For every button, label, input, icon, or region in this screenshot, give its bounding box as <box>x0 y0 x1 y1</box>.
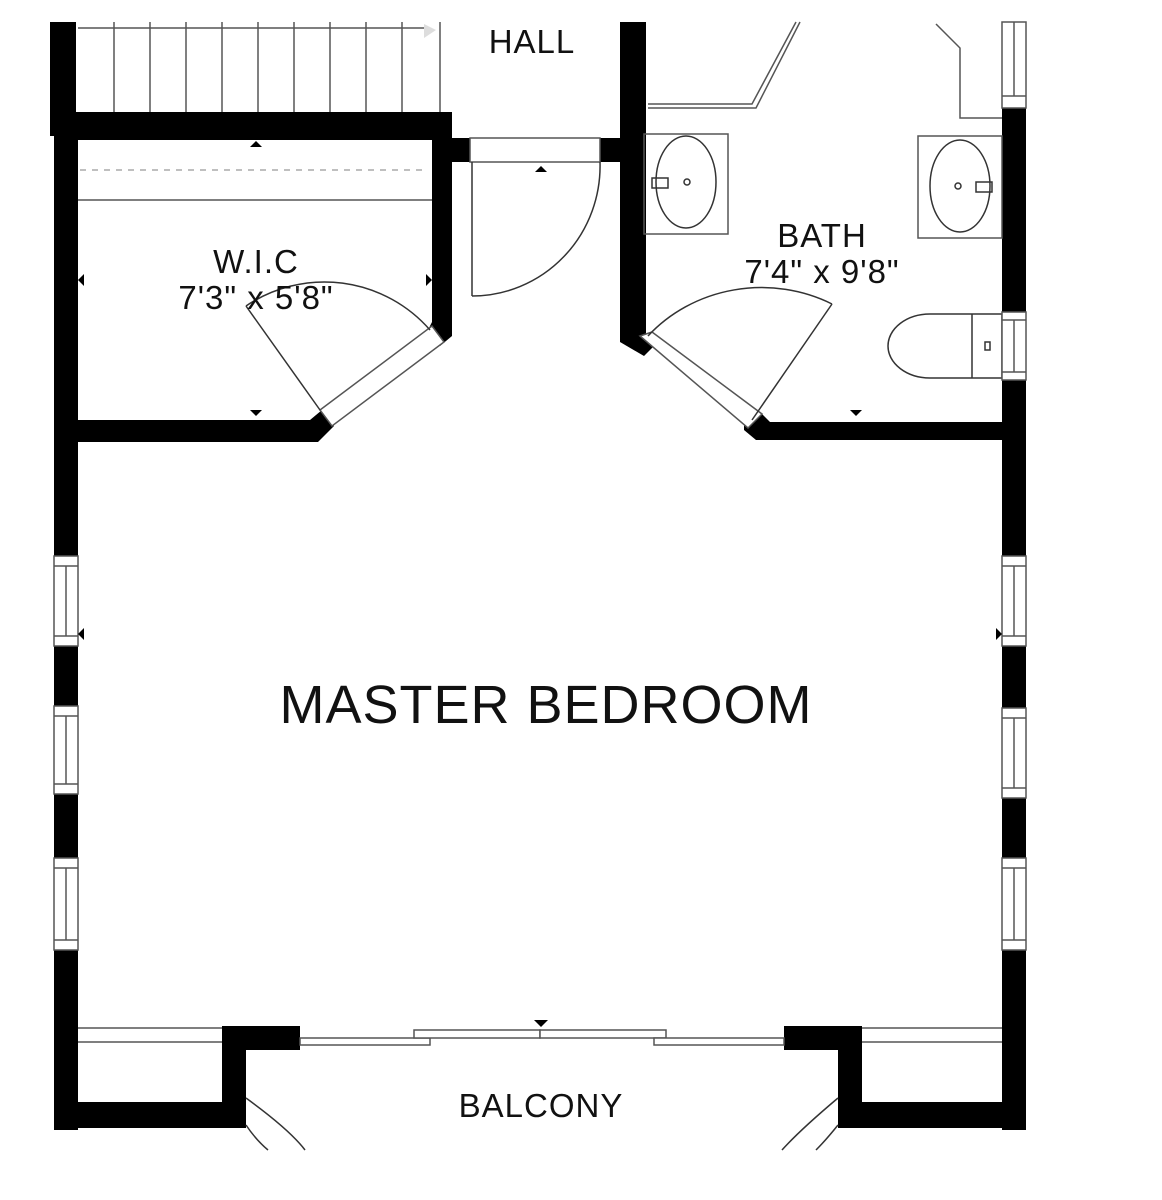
wic-door <box>245 281 446 428</box>
bath-fixtures <box>643 21 1003 379</box>
wic-name: W.I.C <box>213 243 299 280</box>
sliding-door <box>299 1020 785 1046</box>
windows <box>53 21 1027 1043</box>
room-label-hall: HALL <box>488 23 576 60</box>
bath-door <box>638 286 833 430</box>
bath-name: BATH <box>777 217 867 254</box>
wic-shelving <box>78 169 432 201</box>
staircase <box>78 22 441 112</box>
room-label-wic: W.I.C 7'3" x 5'8" <box>178 244 333 315</box>
room-label-balcony: BALCONY <box>458 1087 624 1124</box>
walls <box>50 22 1026 1130</box>
bath-dimensions: 7'4" x 9'8" <box>744 252 900 290</box>
balcony-rail <box>245 1097 839 1151</box>
room-label-bath: BATH 7'4" x 9'8" <box>744 218 899 289</box>
room-label-master-bedroom: MASTER BEDROOM <box>279 675 813 735</box>
hall-door <box>469 137 601 297</box>
wic-dimensions: 7'3" x 5'8" <box>178 278 334 316</box>
dimension-markers <box>78 141 1002 640</box>
